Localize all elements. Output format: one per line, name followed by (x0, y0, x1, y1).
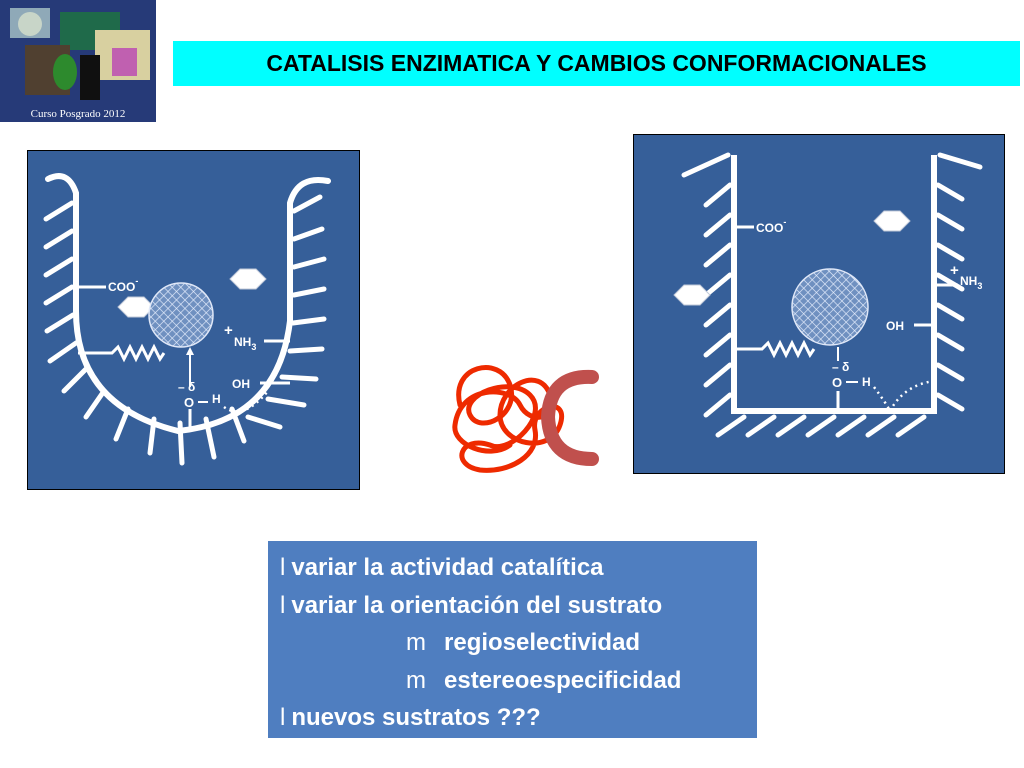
induced-fit-active-site: COO- + NH3 OH – δ O H (27, 150, 360, 490)
bullet-marker: l (280, 554, 286, 581)
carboxylate-label: COO- (108, 276, 138, 294)
logo-caption: Curso Posgrado 2012 (30, 108, 126, 120)
sub-bullet-item: m regioselectividad (280, 624, 757, 662)
induced-fit-pocket-svg: COO- + NH3 OH – δ O H (43, 173, 331, 466)
phenyl-group-left (673, 284, 711, 306)
logo-collage-image (0, 0, 156, 122)
bullet-marker: l (280, 704, 286, 731)
substrate-sphere (148, 282, 214, 348)
partial-charge-label: – δ (178, 380, 195, 394)
binding-pocket-shape (540, 369, 599, 466)
phenyl-group-right (229, 268, 267, 290)
ammonium-label: NH3 (234, 335, 256, 352)
course-logo: Curso Posgrado 2012 (0, 0, 156, 122)
sub-bullet-text: regioselectividad (444, 629, 641, 656)
oxygen-label: O (832, 375, 842, 390)
alkyl-chain (78, 343, 166, 363)
ammonium-label: NH3 (960, 274, 982, 291)
slide-title: CATALISIS ENZIMATICA Y CAMBIOS CONFORMAC… (173, 41, 1020, 86)
protein-coil-svg (452, 365, 599, 473)
bullet-text: variar la actividad catalítica (291, 554, 604, 581)
rigid-active-site: COO- + NH3 OH – δ O H (633, 134, 1005, 474)
sub-bullet-text: estereoespecificidad (444, 666, 682, 694)
ammonium-charge: + (224, 322, 233, 339)
sub-bullet-marker: m (406, 666, 426, 694)
alkyl-chain (734, 339, 816, 359)
pocket-hatch-marks (43, 194, 327, 466)
hydroxyl-label: OH (232, 377, 250, 391)
hydrogen-label: H (212, 392, 221, 406)
hydrogen-label: H (862, 375, 871, 389)
carboxylate-label: COO- (756, 217, 786, 235)
oxygen-label: O (184, 395, 194, 410)
hydroxyl-label: OH (886, 319, 904, 333)
bullet-text: variar la orientación del sustrato (291, 591, 663, 619)
ammonium-charge: + (950, 262, 959, 279)
phenyl-group-right (873, 210, 911, 232)
sub-bullet-item: m estereoespecificidad (280, 662, 757, 700)
attack-arrow-head (186, 347, 194, 355)
bullet-text: nuevos sustratos ??? (291, 704, 541, 731)
bullet-marker: l (280, 591, 286, 619)
pocket-wall (731, 155, 937, 414)
hydrogen-bond-dotted (872, 379, 935, 412)
conformational-change-illustration (440, 345, 610, 475)
pocket-hatch-marks (681, 152, 983, 438)
partial-charge-label: – δ (832, 360, 849, 374)
sub-bullet-marker: m (406, 629, 426, 656)
protein-coil (452, 365, 565, 473)
substrate-sphere (791, 268, 869, 346)
rigid-pocket-svg: COO- + NH3 OH – δ O H (673, 152, 983, 438)
